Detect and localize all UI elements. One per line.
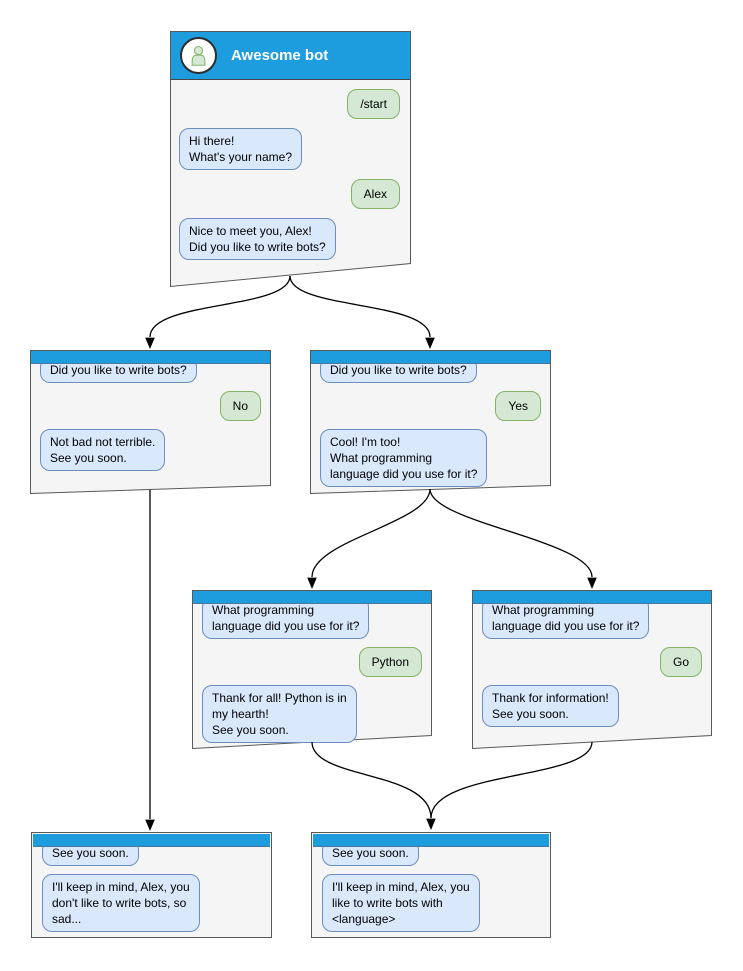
bot-message-bubble: Thank for information! See you soon. xyxy=(482,685,619,727)
arrowhead-icon xyxy=(425,337,435,349)
chat-messages: See you soon. I'll keep in mind, Alex, y… xyxy=(32,833,271,932)
bot-message-bubble: Hi there! What's your name? xyxy=(179,128,303,170)
arrowhead-icon xyxy=(145,819,155,831)
user-message-bubble: /start xyxy=(347,89,400,119)
bot-message-bubble: Cool! I'm too! What programming language… xyxy=(320,429,488,487)
bot-message-bubble: Nice to meet you, Alex! Did you like to … xyxy=(179,218,336,260)
edge-go-to-end xyxy=(430,741,593,819)
window-header xyxy=(33,834,270,847)
window-header xyxy=(473,591,711,604)
chat-messages: Did you like to write bots? No Not bad n… xyxy=(30,350,271,471)
edge-yes-to-python xyxy=(311,488,431,578)
arrowhead-icon xyxy=(587,577,597,589)
user-message-bubble: Yes xyxy=(495,391,541,421)
window-header: Awesome bot xyxy=(171,32,410,80)
chat-window-branch-yes: Did you like to write bots? Yes Cool! I'… xyxy=(310,350,551,494)
chat-messages: What programming language did you use fo… xyxy=(192,590,432,743)
user-message-bubble: Python xyxy=(358,647,422,677)
chat-messages: What programming language did you use fo… xyxy=(472,590,712,727)
chat-messages: See you soon. I'll keep in mind, Alex, y… xyxy=(312,833,550,932)
user-message-bubble: Go xyxy=(659,647,702,677)
bot-message-bubble: I'll keep in mind, Alex, you don't like … xyxy=(42,874,200,932)
chat-messages: /start Hi there! What's your name? Alex … xyxy=(170,31,411,260)
bot-message-bubble: Not bad not terrible. See you soon. xyxy=(40,429,166,471)
chat-window-end-no: See you soon. I'll keep in mind, Alex, y… xyxy=(31,832,272,938)
window-header xyxy=(313,834,549,847)
chat-window-branch-python: What programming language did you use fo… xyxy=(192,590,432,749)
chat-window-branch-no: Did you like to write bots? No Not bad n… xyxy=(30,350,271,494)
bot-message-bubble: I'll keep in mind, Alex, you like to wri… xyxy=(322,874,480,932)
bot-message-bubble: What programming language did you use fo… xyxy=(482,597,650,639)
edge-python-to-end xyxy=(311,741,432,819)
bot-message-bubble: What programming language did you use fo… xyxy=(202,597,370,639)
bot-message-bubble: Thank for all! Python is in my hearth! S… xyxy=(202,685,357,743)
arrowhead-icon xyxy=(145,337,155,349)
edge-yes-to-go xyxy=(429,488,593,578)
window-header xyxy=(31,351,270,364)
bot-avatar-icon xyxy=(180,37,217,74)
arrowhead-icon xyxy=(426,818,436,830)
chat-window-branch-go: What programming language did you use fo… xyxy=(472,590,712,749)
chat-window-end-language: See you soon. I'll keep in mind, Alex, y… xyxy=(311,832,551,938)
user-message-bubble: No xyxy=(219,391,261,421)
window-title: Awesome bot xyxy=(231,47,329,64)
window-header xyxy=(193,591,431,604)
chat-window-root: Awesome bot /start Hi there! What's your… xyxy=(170,31,411,287)
chat-messages: Did you like to write bots? Yes Cool! I'… xyxy=(310,350,551,487)
arrowhead-icon xyxy=(307,577,317,589)
window-header xyxy=(311,351,550,364)
user-message-bubble: Alex xyxy=(350,179,400,209)
